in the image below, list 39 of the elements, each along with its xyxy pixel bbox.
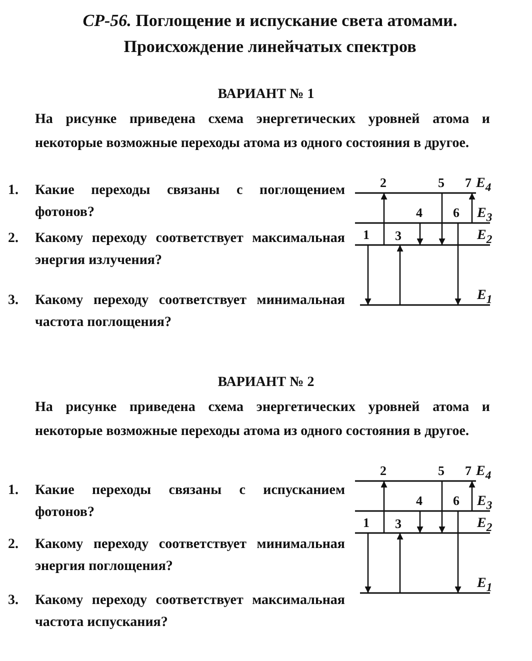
question-number: 1. (8, 482, 20, 500)
transition-number: 3 (395, 517, 402, 531)
question-text: Какому переходу соответствует минимальная энергия поглощения? (35, 536, 345, 576)
question-text: Какие переходы связаны с поглощением фотонов? (35, 182, 345, 222)
question-number: 2. (8, 536, 20, 554)
question-text: Какому переходу соответствует максимальная частота испускания? (35, 592, 345, 632)
variant-heading: ВАРИАНТ № 1 (216, 86, 316, 104)
energy-level-label: E$_{1}$ (477, 288, 492, 307)
transition-number: 2 (380, 464, 386, 478)
energy-level-label: E$_{4}$ (476, 464, 492, 483)
instruction-text: На рисунке приведена схема энергетических уровней атома и некоторые возможные переходы атома из одного состояния в другое. (35, 399, 490, 441)
transition-number: 4 (416, 206, 422, 220)
transition-number: 1 (363, 516, 370, 530)
energy-level-label: E$_{3}$ (477, 206, 492, 225)
energy-level-label: E$_{3}$ (477, 494, 492, 513)
transition-number: 4 (416, 494, 422, 508)
question-number: 3. (8, 592, 20, 610)
worksheet-title: СР-56. Поглощение и испускание света атомами. Происхождение линейчатых спектров (82, 10, 458, 58)
transition-number: 6 (453, 206, 460, 220)
transition-number: 5 (438, 176, 444, 190)
transition-number: 5 (438, 464, 444, 478)
energy-level-label: E$_{1}$ (477, 576, 492, 595)
question-number: 3. (8, 292, 20, 310)
transition-number: 3 (395, 229, 402, 243)
question-text: Какому переходу соответствует максимальная энергия излучения? (35, 230, 345, 270)
instruction-text: На рисунке приведена схема энергетических уровней атома и некоторые возможные переходы атома из одного состояния в другое. (35, 111, 490, 153)
energy-level-label: E$_{2}$ (477, 516, 492, 535)
energy-level-label: E$_{4}$ (476, 176, 492, 195)
transition-number: 6 (453, 494, 460, 508)
question-number: 2. (8, 230, 20, 248)
question-text: Какие переходы связаны с испусканием фотонов? (35, 482, 345, 522)
variant-heading: ВАРИАНТ № 2 (216, 374, 316, 392)
transition-number: 7 (465, 176, 472, 190)
transition-number: 2 (380, 176, 386, 190)
transition-number: 7 (465, 464, 472, 478)
transition-number: 1 (363, 228, 370, 242)
question-number: 1. (8, 182, 20, 200)
energy-level-label: E$_{2}$ (477, 228, 492, 247)
question-text: Какому переходу соответствует минимальная частота поглощения? (35, 292, 345, 332)
